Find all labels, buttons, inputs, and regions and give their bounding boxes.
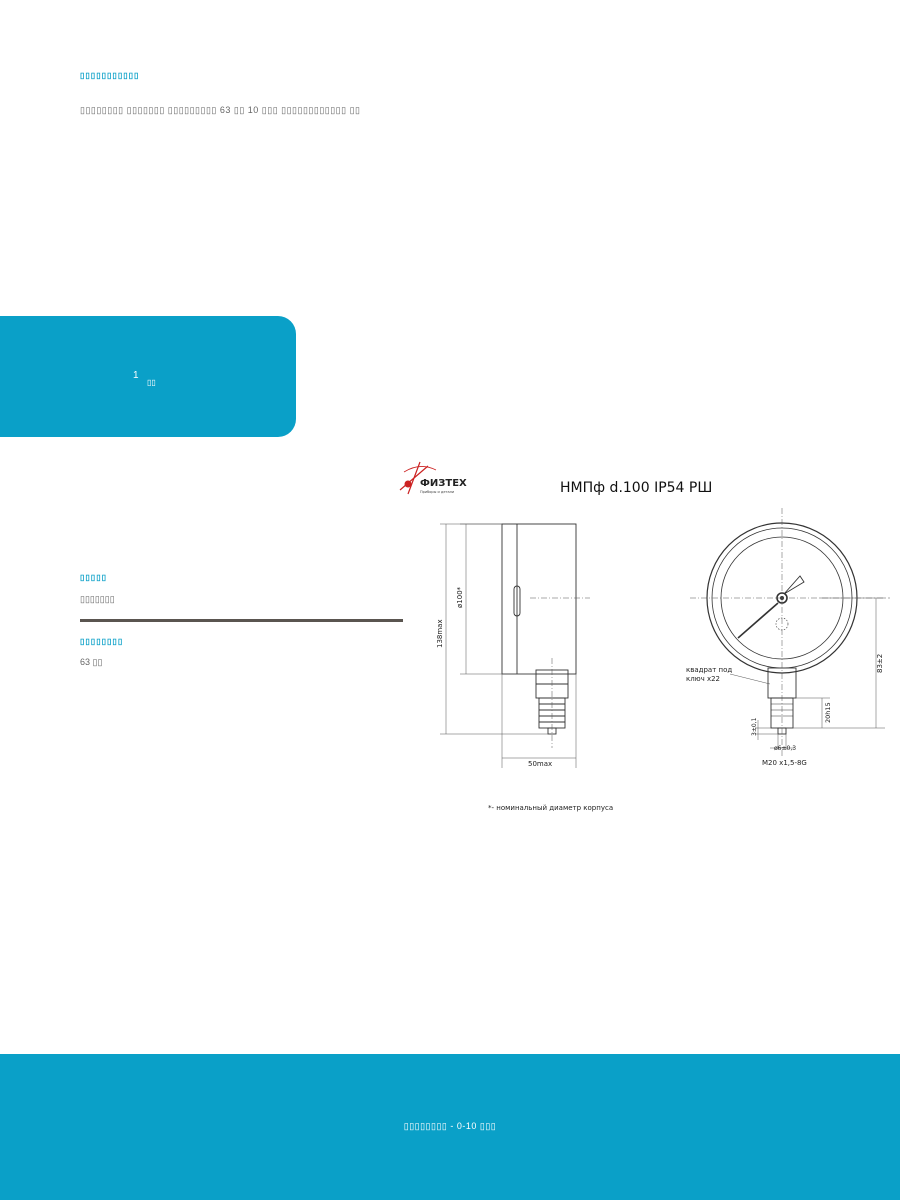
technical-drawing: ФИЗТЕХ Приборы и детали НМПф d.100 IP54 … bbox=[399, 461, 890, 812]
brand-logo bbox=[399, 461, 437, 495]
brand-subtitle: Приборы и детали bbox=[420, 490, 454, 494]
wrench-note-2: ключ х22 bbox=[686, 675, 720, 683]
spec-label-2: ▯▯▯▯▯▯▯▯ bbox=[80, 637, 124, 646]
brand-name: ФИЗТЕХ bbox=[420, 478, 467, 489]
spec-divider bbox=[80, 619, 403, 622]
footnote: *- номинальный диаметр корпуса bbox=[488, 804, 613, 812]
thread-spec: M20 x1,5-8G bbox=[762, 759, 807, 767]
footer-text: ▯▯▯▯▯▯▯▯ - 0-10 ▯▯▯ bbox=[403, 1121, 497, 1131]
quantity-card bbox=[0, 316, 296, 437]
dim-3: 3±0,1 bbox=[751, 717, 758, 736]
spec-value-2: 63 ▯▯ bbox=[80, 657, 103, 667]
side-view bbox=[501, 523, 577, 735]
section-title: ▯▯▯▯▯▯▯▯▯▯▯ bbox=[80, 71, 140, 80]
dim-83: 83±2 bbox=[876, 654, 884, 673]
dim-height: 138max bbox=[436, 619, 444, 648]
spec-label-1: ▯▯▯▯▯ bbox=[80, 573, 108, 582]
drawing-title: НМПф d.100 IP54 РШ bbox=[560, 480, 712, 496]
product-description: ▯▯▯▯▯▯▯▯ ▯▯▯▯▯▯▯ ▯▯▯▯▯▯▯▯▯ 63 ▯▯ 10 ▯▯▯ … bbox=[80, 105, 361, 115]
dim-6: ø6±0,3 bbox=[774, 745, 796, 752]
dim-20: 20h15 bbox=[824, 702, 832, 723]
footer-bar bbox=[0, 1054, 900, 1200]
dim-diameter: ø100* bbox=[456, 586, 464, 608]
quantity-value: 1 bbox=[133, 370, 139, 381]
wrench-note-1: квадрат под bbox=[686, 666, 732, 674]
quantity-unit: ▯▯ bbox=[147, 378, 156, 387]
spec-value-1: ▯▯▯▯▯▯▯ bbox=[80, 594, 115, 604]
dim-width: 50max bbox=[528, 760, 552, 768]
